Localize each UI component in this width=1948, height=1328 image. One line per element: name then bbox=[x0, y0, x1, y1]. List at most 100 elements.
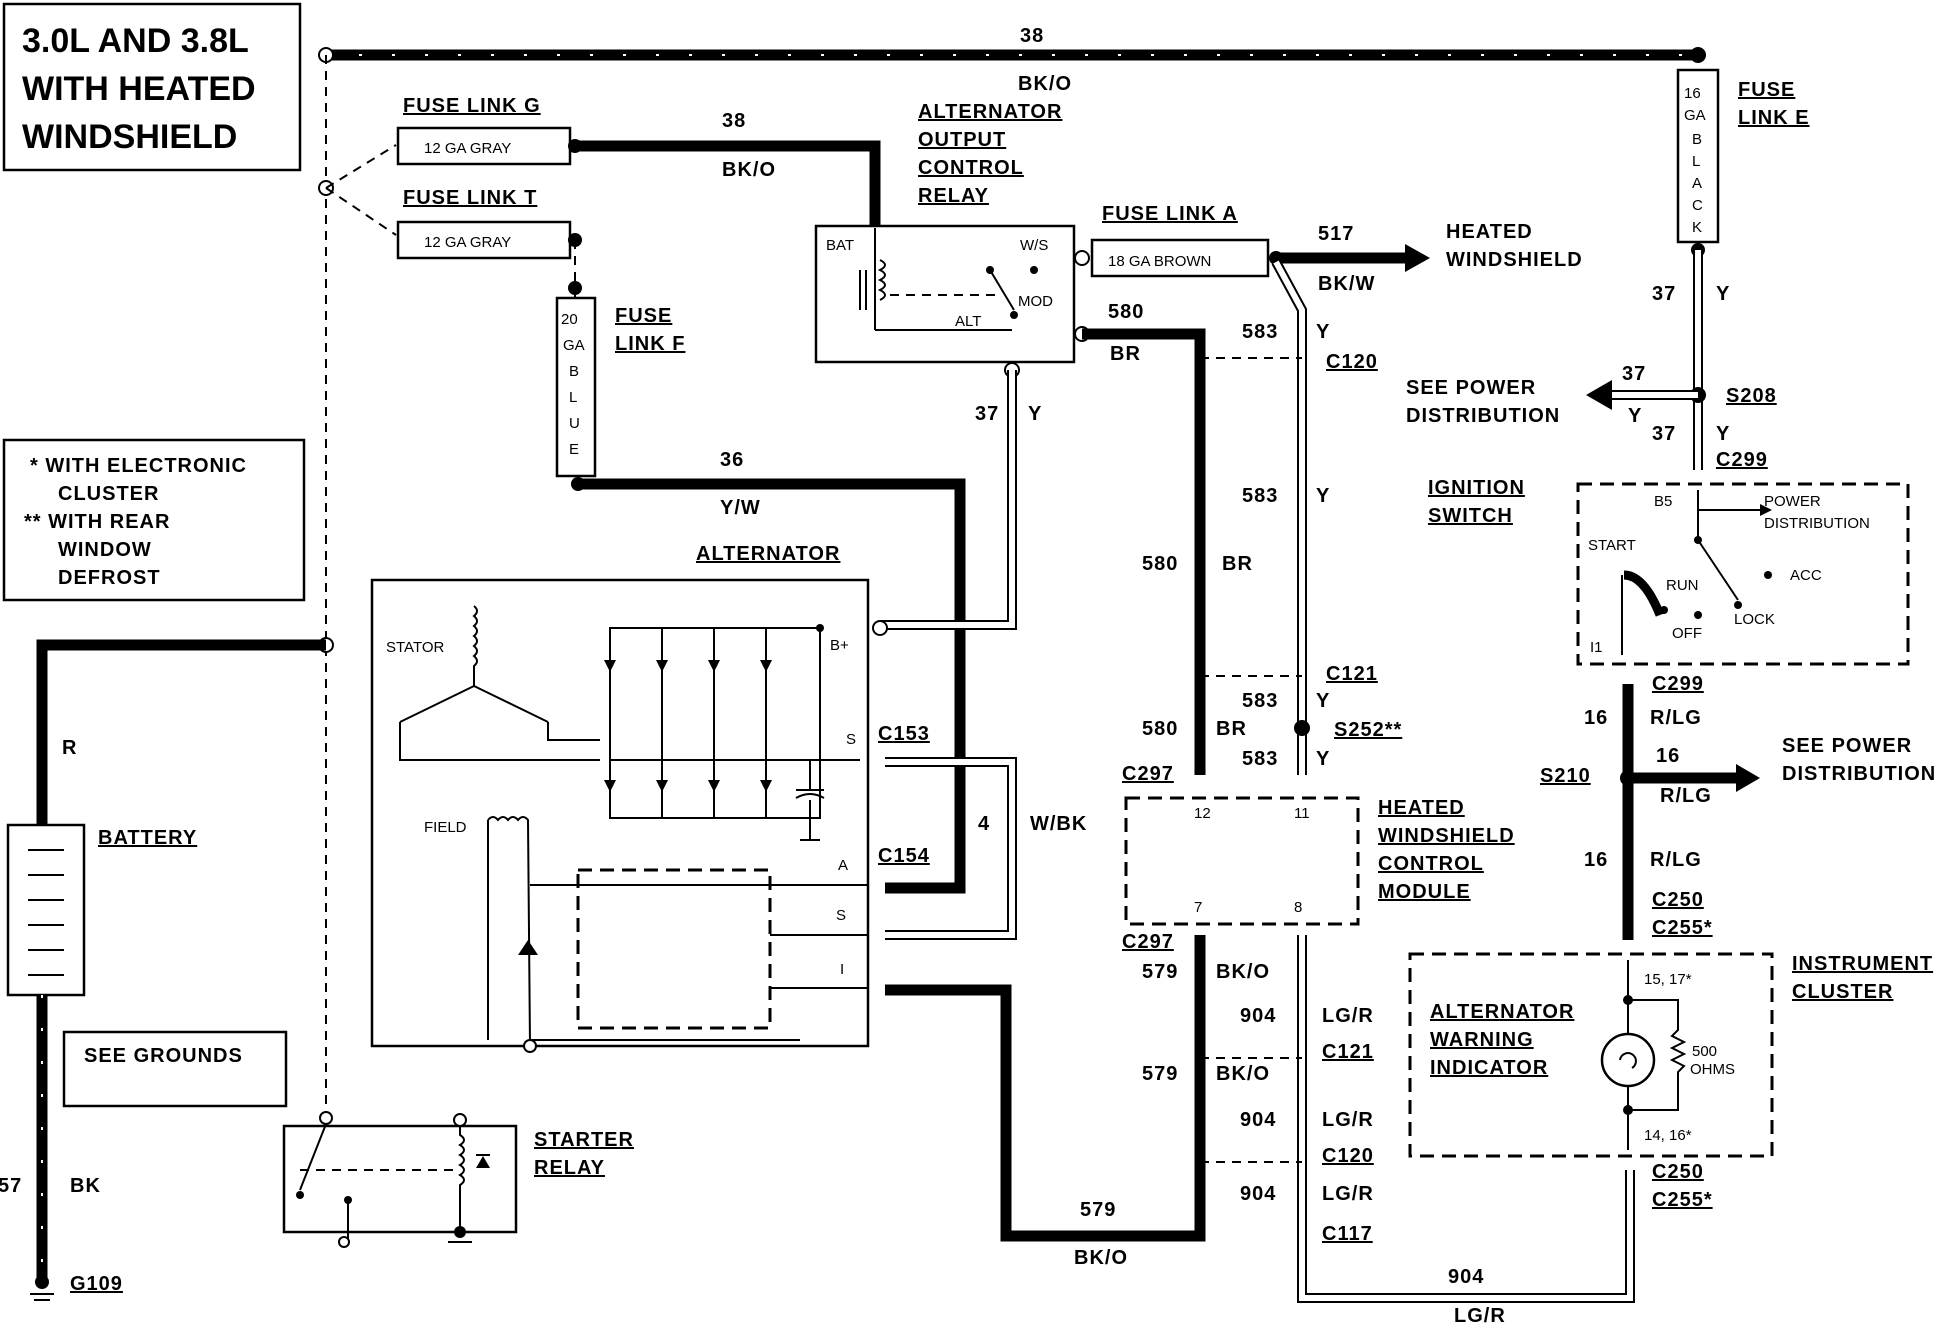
see-grounds-label: SEE GROUNDS bbox=[84, 1045, 243, 1067]
wire-38b-number: 38 bbox=[722, 110, 746, 132]
hwcm-label-1: HEATED bbox=[1378, 797, 1465, 819]
wire-37e-color: Y bbox=[1716, 283, 1730, 305]
instrument-cluster: INSTRUMENT CLUSTER ALTERNATOR WARNING IN… bbox=[1408, 952, 1933, 1211]
wire-583b-color: Y bbox=[1316, 485, 1330, 507]
legend-line-3: ** WITH REAR bbox=[24, 511, 170, 533]
wire-904: 904 LG/R C121 904 LG/R C120 904 LG/R C11… bbox=[1200, 935, 1635, 1327]
fuse-link-a-label: FUSE LINK A bbox=[1102, 203, 1238, 225]
hwcm-pin-8: 8 bbox=[1294, 899, 1302, 916]
ohms-unit: OHMS bbox=[1690, 1061, 1735, 1078]
hwcm-pin-11: 11 bbox=[1294, 805, 1310, 822]
see-grounds-box: SEE GROUNDS bbox=[62, 1030, 288, 1108]
connector-c120b: C120 bbox=[1322, 1145, 1374, 1167]
ign-off: OFF bbox=[1672, 625, 1702, 642]
ignition-label-2: SWITCH bbox=[1428, 505, 1513, 527]
wire-904-color: LG/R bbox=[1322, 1005, 1374, 1027]
fuse-link-f-label-2: LINK F bbox=[615, 333, 685, 355]
legend-box: * WITH ELECTRONIC CLUSTER ** WITH REAR W… bbox=[2, 438, 306, 602]
alt-s2-label: S bbox=[836, 907, 846, 924]
wire-36-number: 36 bbox=[720, 449, 744, 471]
connector-c121a: C121 bbox=[1326, 663, 1378, 685]
connector-c120a: C120 bbox=[1326, 351, 1378, 373]
wire-579c-color: BK/O bbox=[1074, 1247, 1128, 1269]
fuse-f-spec-2: B bbox=[569, 363, 579, 380]
connector-c250b: C250 bbox=[1652, 1161, 1704, 1183]
fuse-f-spec-3: L bbox=[569, 389, 577, 406]
instrument-cluster-label-2: CLUSTER bbox=[1792, 981, 1893, 1003]
wire-579-color: BK/O bbox=[1216, 961, 1270, 983]
aocr-label-2: OUTPUT bbox=[918, 129, 1006, 151]
wire-16c-number: 16 bbox=[1584, 849, 1608, 871]
wire-16-number: 16 bbox=[1584, 707, 1608, 729]
wire-583-number: 583 bbox=[1242, 321, 1278, 343]
starter-relay: STARTER RELAY bbox=[282, 1111, 634, 1248]
connector-c154: C154 bbox=[878, 845, 930, 867]
ign-power-1: POWER bbox=[1764, 493, 1821, 510]
wire-16b-color: R/LG bbox=[1660, 785, 1712, 807]
fuse-e-spec-6: K bbox=[1692, 219, 1702, 236]
cluster-pin-top: 15, 17* bbox=[1644, 971, 1692, 988]
connector-c121b: C121 bbox=[1322, 1041, 1374, 1063]
title-line-3: WINDSHIELD bbox=[22, 118, 237, 156]
fuse-link-g: FUSE LINK G 12 GA GRAY bbox=[396, 95, 582, 166]
wire-37e-number: 37 bbox=[1652, 283, 1676, 305]
wire-37-ignition: 37 Y S208 37 Y SEE POWER DISTRIBUTION 37… bbox=[1406, 250, 1776, 471]
legend-line-4: WINDOW bbox=[58, 539, 152, 561]
connector-s210: S210 bbox=[1540, 765, 1591, 787]
wire-38b-color: BK/O bbox=[722, 159, 776, 181]
battery-label: BATTERY bbox=[98, 827, 197, 849]
alternator-output-control-relay: ALTERNATOR OUTPUT CONTROL RELAY BAT W/S … bbox=[814, 101, 1090, 378]
heated-ws-label-2: WINDSHIELD bbox=[1446, 249, 1583, 271]
aocr-label-3: CONTROL bbox=[918, 157, 1024, 179]
title-line-2: WITH HEATED bbox=[22, 70, 256, 108]
ign-acc: ACC bbox=[1790, 567, 1822, 584]
connector-c153: C153 bbox=[878, 723, 930, 745]
connector-c255a: C255* bbox=[1652, 917, 1713, 939]
fuse-e-spec-0: 16 bbox=[1684, 85, 1701, 102]
wire-4: 4 W/BK bbox=[885, 757, 1086, 940]
see-power-2-line-1: SEE POWER bbox=[1782, 735, 1912, 757]
fuse-link-g-spec: 12 GA GRAY bbox=[424, 140, 511, 157]
connector-labels-upper: C120 C121 S252** C297 bbox=[1122, 351, 1402, 785]
aocr-label-4: RELAY bbox=[918, 185, 989, 207]
wire-57-number: 57 bbox=[0, 1175, 22, 1197]
see-power-1-line-1: SEE POWER bbox=[1406, 377, 1536, 399]
connector-c297b: C297 bbox=[1122, 931, 1174, 953]
wire-38-number: 38 bbox=[1020, 25, 1044, 47]
wire-517-number: 517 bbox=[1318, 223, 1354, 245]
fuse-e-spec-3: L bbox=[1692, 153, 1700, 170]
wire-904c-color: LG/R bbox=[1322, 1183, 1374, 1205]
connector-c255b: C255* bbox=[1652, 1189, 1713, 1211]
wire-16: C299 16 R/LG S210 16 R/LG SEE POWER DIST… bbox=[1540, 673, 1935, 940]
heated-windshield-control-module: 12 11 7 8 HEATED WINDSHIELD CONTROL MODU… bbox=[1124, 796, 1514, 926]
wire-583d-color: Y bbox=[1316, 748, 1330, 770]
ign-run: RUN bbox=[1666, 577, 1699, 594]
connector-s252: S252** bbox=[1334, 719, 1402, 741]
wire-904b-number: 904 bbox=[1240, 1109, 1276, 1131]
wire-904-number: 904 bbox=[1240, 1005, 1276, 1027]
starter-relay-label-1: STARTER bbox=[534, 1129, 634, 1151]
ign-i1: I1 bbox=[1590, 639, 1603, 656]
wire-57-color: BK bbox=[70, 1175, 101, 1197]
fuse-link-t: FUSE LINK T 12 GA GRAY bbox=[396, 187, 582, 298]
wire-580c-color: BR bbox=[1216, 718, 1247, 740]
wire-37s-number: 37 bbox=[1622, 363, 1646, 385]
wire-517: 517 BK/W HEATED WINDSHIELD bbox=[1276, 221, 1583, 295]
wire-16-color: R/LG bbox=[1650, 707, 1702, 729]
ign-lock: LOCK bbox=[1734, 611, 1775, 628]
wire-16b-number: 16 bbox=[1656, 745, 1680, 767]
fuse-link-f: 20 GA B L U E FUSE LINK F bbox=[555, 296, 685, 491]
fuse-f-spec-0: 20 bbox=[561, 311, 578, 328]
instrument-cluster-label-1: INSTRUMENT bbox=[1792, 953, 1933, 975]
title-box: 3.0L AND 3.8L WITH HEATED WINDSHIELD bbox=[2, 2, 302, 172]
wire-579b-number: 579 bbox=[1142, 1063, 1178, 1085]
wire-904d-color: LG/R bbox=[1454, 1305, 1506, 1327]
legend-line-5: DEFROST bbox=[58, 567, 161, 589]
connector-c117: C117 bbox=[1322, 1223, 1373, 1245]
see-power-1-line-2: DISTRIBUTION bbox=[1406, 405, 1560, 427]
fuse-f-spec-5: E bbox=[569, 441, 579, 458]
fuse-e-spec-5: C bbox=[1692, 197, 1703, 214]
fuse-e-spec-2: B bbox=[1692, 131, 1702, 148]
legend-line-2: CLUSTER bbox=[58, 483, 159, 505]
